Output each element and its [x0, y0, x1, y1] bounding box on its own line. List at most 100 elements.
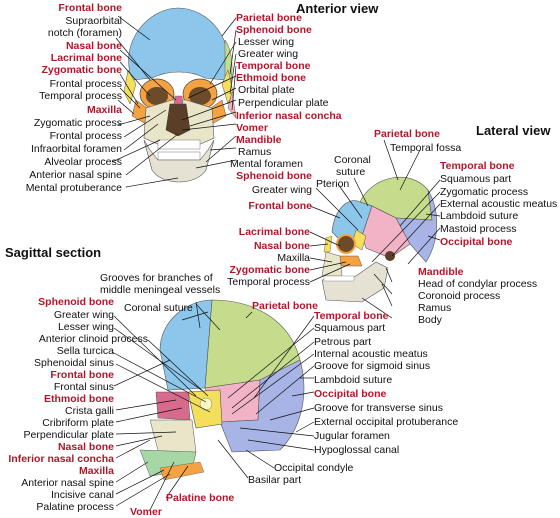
- label-lateral-lacrimal-bone: Lacrimal bone: [238, 226, 310, 238]
- label-mental-foramen: Mental foramen: [230, 158, 303, 170]
- label-occipital-condyle: Occipital condyle: [274, 462, 354, 474]
- label-parietal-bone: Parietal bone: [236, 12, 302, 24]
- label-orbital-plate: Orbital plate: [238, 84, 295, 96]
- lateral-orbit: [336, 234, 356, 254]
- label-frontal-process: Frontal process: [49, 78, 122, 90]
- sagittal-occipital-region: [219, 359, 305, 453]
- label-anterior-clinoid-process: Anterior clinoid process: [38, 333, 148, 345]
- anterior-sphenoid-left: [123, 69, 137, 105]
- label-lateral-frontal-bone: Frontal bone: [248, 200, 312, 212]
- label-maxilla-frontal-process: Frontal process: [49, 130, 122, 142]
- label-lateral-ramus: Ramus: [418, 302, 452, 314]
- label-crista-galli: Crista galli: [64, 405, 114, 417]
- label-lateral-nasal-bone: Nasal bone: [253, 240, 310, 252]
- label-alveolar-process: Alveolar process: [44, 156, 122, 168]
- label-external-occipital-protuberance: External occipital protuberance: [314, 416, 459, 428]
- label-palatine-bone: Palatine bone: [166, 492, 235, 504]
- label-mastoid-process: Mastoid process: [440, 223, 517, 235]
- label-lateral-mandible: Mandible: [418, 266, 464, 278]
- label-sagittal-greater-wing: Greater wing: [53, 309, 114, 321]
- label-sagittal-lesser-wing: Lesser wing: [57, 321, 114, 333]
- label-vomer: Vomer: [236, 122, 268, 134]
- label-sphenoid-bone: Sphenoid bone: [236, 24, 312, 36]
- label-sagittal-ethmoid-bone: Ethmoid bone: [44, 393, 114, 405]
- label-inferior-nasal-concha: Inferior nasal concha: [236, 110, 342, 122]
- label-grooves-line1: Grooves for branches of: [100, 272, 213, 284]
- label-mental-protuberance: Mental protuberance: [25, 182, 122, 194]
- label-supraorbital-notch: notch (foramen): [47, 27, 122, 39]
- label-palatine-process: Palatine process: [36, 501, 114, 513]
- label-temporal-bone: Temporal bone: [236, 60, 311, 72]
- lateral-occipital-region: [395, 189, 438, 263]
- label-coronoid-process: Coronoid process: [418, 290, 501, 302]
- label-sagittal-maxilla: Maxilla: [78, 465, 114, 477]
- label-sagittal-anterior-nasal-spine: Anterior nasal spine: [21, 477, 114, 489]
- label-pterion: Pterion: [316, 178, 350, 190]
- label-lateral-temporal-bone: Temporal bone: [440, 160, 515, 172]
- label-infraorbital-foramen: Infraorbital foramen: [30, 143, 122, 155]
- label-sagittal-occipital-bone: Occipital bone: [314, 388, 387, 400]
- label-mandible: Mandible: [236, 134, 282, 146]
- label-sagittal-coronal-suture: Coronal suture: [124, 302, 193, 314]
- label-sagittal-temporal-bone: Temporal bone: [314, 310, 389, 322]
- sagittal-ethmoid-region: [155, 391, 191, 421]
- label-sagittal-squamous-part: Squamous part: [314, 322, 386, 334]
- label-sagittal-frontal-bone: Frontal bone: [50, 369, 114, 381]
- lateral-mandible: [321, 261, 389, 303]
- label-lacrimal-bone: Lacrimal bone: [50, 52, 122, 64]
- label-sagittal-lambdoid-suture: Lambdoid suture: [314, 374, 393, 386]
- lateral-zygomatic: [337, 255, 363, 267]
- label-ethmoid-bone: Ethmoid bone: [236, 72, 306, 84]
- label-lateral-zygomatic-process: Zygomatic process: [440, 186, 529, 198]
- label-head-of-condylar-process: Head of condylar process: [418, 278, 538, 290]
- label-sagittal-sphenoid-bone: Sphenoid bone: [38, 296, 114, 308]
- label-sphenoidal-sinus: Sphenoidal sinus: [34, 357, 114, 369]
- label-body: Body: [418, 314, 442, 326]
- sagittal-skull: [139, 299, 305, 481]
- label-sella-turcica: Sella turcica: [56, 345, 114, 357]
- label-sagittal-vomer: Vomer: [130, 506, 162, 518]
- label-maxilla: Maxilla: [86, 104, 122, 116]
- lateral-view-title: Lateral view: [476, 123, 551, 138]
- label-lateral-maxilla: Maxilla: [277, 252, 310, 264]
- label-coronal-line2: suture: [336, 166, 366, 178]
- label-groove-transverse-sinus: Groove for transverse sinus: [314, 402, 443, 414]
- label-lambdoid-suture: Lambdoid suture: [440, 210, 519, 222]
- label-temporal-fossa: Temporal fossa: [390, 142, 462, 154]
- leader-lines: [111, 15, 441, 511]
- label-temporal-process: Temporal process: [39, 90, 122, 102]
- label-coronal-line1: Coronal: [334, 154, 371, 166]
- label-greater-wing: Greater wing: [238, 48, 299, 60]
- label-lateral-parietal-bone: Parietal bone: [374, 128, 440, 140]
- anterior-mandible: [143, 139, 215, 183]
- anterior-view-title: Anterior view: [296, 1, 379, 16]
- label-petrous-part: Petrous part: [314, 336, 372, 348]
- label-internal-acoustic-meatus: Internal acoustic meatus: [314, 348, 428, 360]
- label-jugular-foramen: Jugular foramen: [314, 430, 390, 442]
- label-sagittal-perpendicular-plate: Perpendicular plate: [23, 429, 114, 441]
- lateral-acoustic-meatus: [385, 251, 395, 261]
- anterior-nasal-aperture: [165, 103, 191, 137]
- label-frontal-bone: Frontal bone: [58, 2, 122, 14]
- anterior-frontal-region: [128, 7, 229, 81]
- label-hypoglossal-canal: Hypoglossal canal: [314, 444, 400, 456]
- label-perpendicular-plate: Perpendicular plate: [238, 97, 329, 109]
- label-ramus: Ramus: [238, 146, 272, 158]
- label-lesser-wing: Lesser wing: [238, 36, 295, 48]
- label-cribriform-plate: Cribriform plate: [42, 417, 114, 429]
- label-anterior-nasal-spine: Anterior nasal spine: [29, 169, 122, 181]
- label-lateral-zygomatic-bone: Zygomatic bone: [229, 264, 310, 276]
- label-basilar-part: Basilar part: [248, 474, 302, 486]
- label-zygomatic-bone: Zygomatic bone: [41, 64, 122, 76]
- label-lateral-greater-wing: Greater wing: [251, 184, 312, 196]
- label-nasal-bone: Nasal bone: [65, 40, 122, 52]
- label-sagittal-inferior-nasal-concha: Inferior nasal concha: [8, 453, 114, 465]
- label-lateral-occipital-bone: Occipital bone: [440, 236, 513, 248]
- label-squamous-part: Squamous part: [440, 173, 512, 185]
- label-sagittal-parietal-bone: Parietal bone: [252, 300, 318, 312]
- label-grooves-line2: middle meningeal vessels: [100, 284, 221, 296]
- label-supraorbital: Supraorbital: [65, 15, 122, 27]
- sagittal-palate: [159, 461, 205, 481]
